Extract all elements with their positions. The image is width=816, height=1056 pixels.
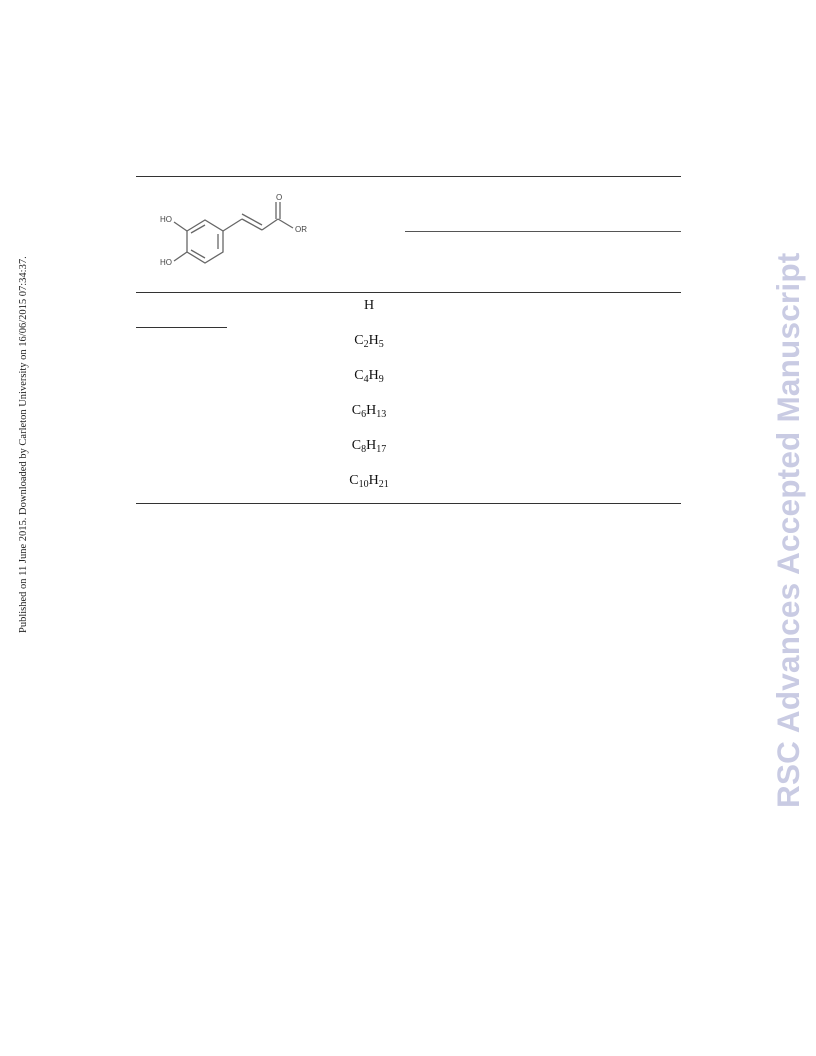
label-ho-bottom: HO [160, 258, 172, 267]
table-bottom-rule [136, 503, 681, 504]
r-group-element: H [366, 403, 377, 418]
r-group-element: C [351, 438, 362, 453]
header-bottom-rule [136, 292, 681, 293]
publication-note-text: Published on 11 June 2015. Downloaded by… [18, 256, 29, 633]
ester-bond [277, 218, 294, 229]
journal-watermark: RSC Advances Accepted Manuscript [770, 0, 810, 812]
label-carbonyl-o: O [276, 193, 282, 202]
label-ho-top: HO [160, 215, 172, 224]
r-group-subscript: 8 [361, 444, 367, 455]
vinyl-bond-1 [222, 218, 243, 232]
vinyl-double-bond [241, 218, 263, 231]
r-group-subscript: 17 [376, 444, 387, 455]
ring-double-bond-top [190, 224, 206, 234]
r-group-subscript: 9 [378, 374, 384, 385]
r-group-cell: C6H13 [300, 403, 438, 420]
caffeic-ester-structure: HO HO O OR [160, 193, 307, 267]
r-group-element: C [354, 368, 364, 383]
label-ester-or: OR [295, 225, 307, 234]
structure-bonds [173, 202, 294, 264]
table-top-rule [136, 176, 681, 177]
watermark-text: RSC Advances Accepted Manuscript [770, 252, 806, 808]
r-group-subscript: 10 [358, 479, 369, 490]
r-group-element: H [368, 473, 379, 488]
r-group-subscript: 5 [378, 339, 384, 350]
vinyl-double-bond-inner [241, 213, 263, 226]
r-group-element: H [366, 438, 377, 453]
ring-double-bond-bottom [190, 249, 206, 259]
r-group-element: H [368, 368, 379, 383]
r-group-cell: C2H5 [300, 333, 438, 350]
r-group-subscript: 2 [363, 339, 369, 350]
first-column-short-rule [136, 327, 227, 328]
header-column-rule [405, 231, 681, 232]
r-group-cell: H [300, 298, 438, 314]
side-publication-note: Published on 11 June 2015. Downloaded by… [0, 0, 29, 640]
r-group-element: H [368, 333, 379, 348]
r-group-cell: C8H17 [300, 438, 438, 455]
r-group-subscript: 4 [363, 374, 369, 385]
r-group-element: C [354, 333, 364, 348]
bond-to-carbonyl [261, 218, 279, 231]
r-group-subscript: 13 [376, 409, 387, 420]
r-group-subscript: 21 [378, 479, 389, 490]
r-group-element: C [351, 403, 362, 418]
r-group-formula: H [363, 298, 375, 313]
bond-to-ho-bottom [173, 251, 188, 262]
r-group-cell: C10H21 [300, 473, 438, 490]
r-group-subscript: 6 [361, 409, 367, 420]
bond-to-ho-top [173, 221, 188, 232]
r-group-element: C [349, 473, 359, 488]
r-group-cell: C4H9 [300, 368, 438, 385]
